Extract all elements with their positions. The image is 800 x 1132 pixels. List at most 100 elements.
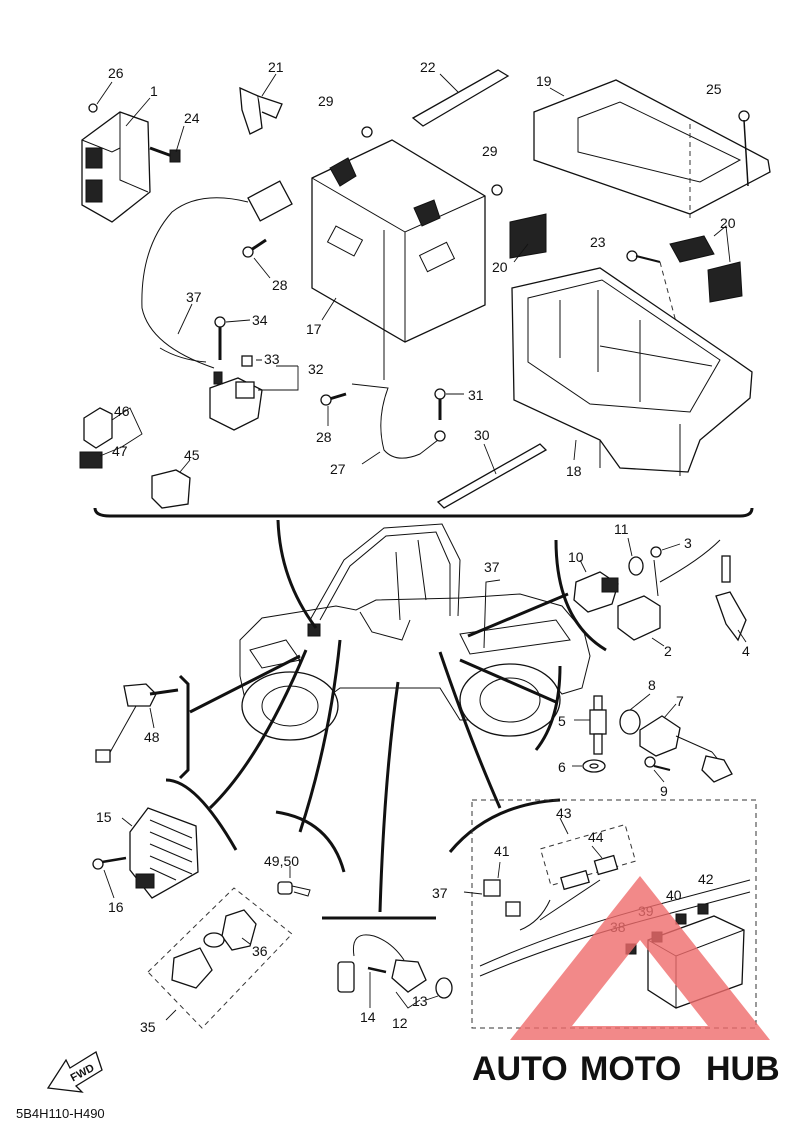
battery-box-18: [511, 267, 753, 476]
bolt-24: [149, 125, 185, 163]
callout-29-a: 29: [318, 93, 334, 109]
nut-26: [88, 81, 113, 113]
watermark-hub: HUB: [706, 1050, 780, 1088]
callout-47: 47: [112, 443, 128, 459]
ecu-unit: [81, 97, 151, 223]
clip-21: [239, 73, 283, 135]
callout-35: 35: [140, 1019, 156, 1035]
callout-21: 21: [268, 59, 284, 75]
watermark-text: AUTO MOTO HUB: [472, 1050, 780, 1088]
cover-19: [533, 79, 771, 218]
callout-49-50: 49,50: [264, 853, 299, 869]
callout-19: 19: [536, 73, 552, 89]
sensor-7: [619, 693, 651, 735]
spark-plug-5: [574, 695, 607, 755]
callout-9: 9: [660, 783, 668, 799]
watermark-triangle-icon: [510, 876, 770, 1040]
cable-27: [351, 230, 446, 465]
callout-37-a: 37: [186, 289, 202, 305]
bracket-15: [165, 778, 238, 851]
leader-37: [438, 651, 502, 809]
sensor-10: [573, 559, 619, 613]
callout-24: 24: [184, 110, 200, 126]
callout-42: 42: [698, 871, 714, 887]
callout-44: 44: [588, 829, 604, 845]
callout-48: 48: [144, 729, 160, 745]
callout-2: 2: [664, 643, 672, 659]
bracket-48: [178, 674, 190, 780]
callout-6: 6: [558, 759, 566, 775]
callout-46: 46: [114, 403, 130, 419]
ignition-coil-2: [617, 539, 721, 647]
gasket-6: [572, 759, 606, 773]
starter-relay-32: [209, 316, 299, 431]
bolt-31: [434, 388, 464, 420]
callout-36: 36: [252, 943, 268, 959]
leader-48: [189, 654, 301, 714]
callout-32: 32: [308, 361, 324, 377]
callout-11: 11: [614, 521, 629, 537]
callout-28-a: 28: [272, 277, 288, 293]
rectifier-15: [121, 807, 199, 899]
bolt-9: [644, 756, 671, 783]
callout-45: 45: [184, 447, 200, 463]
bracket-5: [534, 665, 562, 751]
fwd-arrow-icon: FWD: [46, 1051, 103, 1093]
callout-3: 3: [684, 535, 692, 551]
watermark-logo: [510, 876, 770, 1040]
sensor-48: [95, 683, 179, 763]
callout-13: 13: [412, 993, 428, 1009]
callout-17: 17: [306, 321, 322, 337]
callout-14: 14: [360, 1009, 376, 1025]
callout-26: 26: [108, 65, 124, 81]
callout-31: 31: [468, 387, 484, 403]
callout-33: 33: [264, 351, 280, 367]
bracket-10: [554, 539, 607, 652]
callout-23: 23: [590, 234, 606, 250]
callout-34: 34: [252, 312, 268, 328]
bracket-37: [448, 798, 561, 853]
callout-43: 43: [556, 805, 572, 821]
callout-25: 25: [706, 81, 722, 97]
leader-10: [467, 592, 569, 638]
bolt-16: [92, 856, 127, 899]
callout-37-c: 37: [432, 885, 448, 901]
callout-27: 27: [330, 461, 346, 477]
callout-labels: 1 26 24 21 22 19 25 29 29 28 37 20 20 23…: [96, 59, 750, 1035]
vehicle-outline: [239, 523, 591, 741]
callout-37-b: 37: [484, 559, 500, 575]
leader-15: [208, 649, 308, 810]
callout-4: 4: [742, 643, 750, 659]
battery-17: [311, 139, 486, 343]
harness-box: [471, 799, 757, 1029]
pads-20: [509, 213, 743, 303]
diagram-code: 5B4H110-H490: [16, 1106, 105, 1121]
callout-28-b: 28: [316, 429, 332, 445]
callout-20-a: 20: [492, 259, 508, 275]
sensor-assy-12: [337, 934, 453, 1009]
callout-41: 41: [494, 843, 510, 859]
callout-12: 12: [392, 1015, 408, 1031]
bolt-28a: [242, 238, 271, 279]
callout-20-b: 20: [720, 215, 736, 231]
callout-15: 15: [96, 809, 112, 825]
leader-12: [378, 681, 400, 913]
sensor-unit: [639, 703, 733, 783]
nut-29a: [361, 126, 373, 138]
callout-30: 30: [474, 427, 490, 443]
keys-49-50: [277, 866, 311, 897]
leader-37-top: [483, 579, 501, 649]
callout-40: 40: [666, 887, 682, 903]
callout-16: 16: [108, 899, 124, 915]
top-section-bracket: [93, 507, 754, 518]
callout-10: 10: [568, 549, 584, 565]
watermark-moto: MOTO: [580, 1050, 681, 1088]
callout-7: 7: [676, 693, 684, 709]
cable-tie-30: [436, 443, 548, 509]
callout-29-b: 29: [482, 143, 498, 159]
callout-1: 1: [150, 83, 158, 99]
callout-8: 8: [648, 677, 656, 693]
cable-37-top: [141, 180, 293, 369]
leader-5: [459, 658, 557, 704]
